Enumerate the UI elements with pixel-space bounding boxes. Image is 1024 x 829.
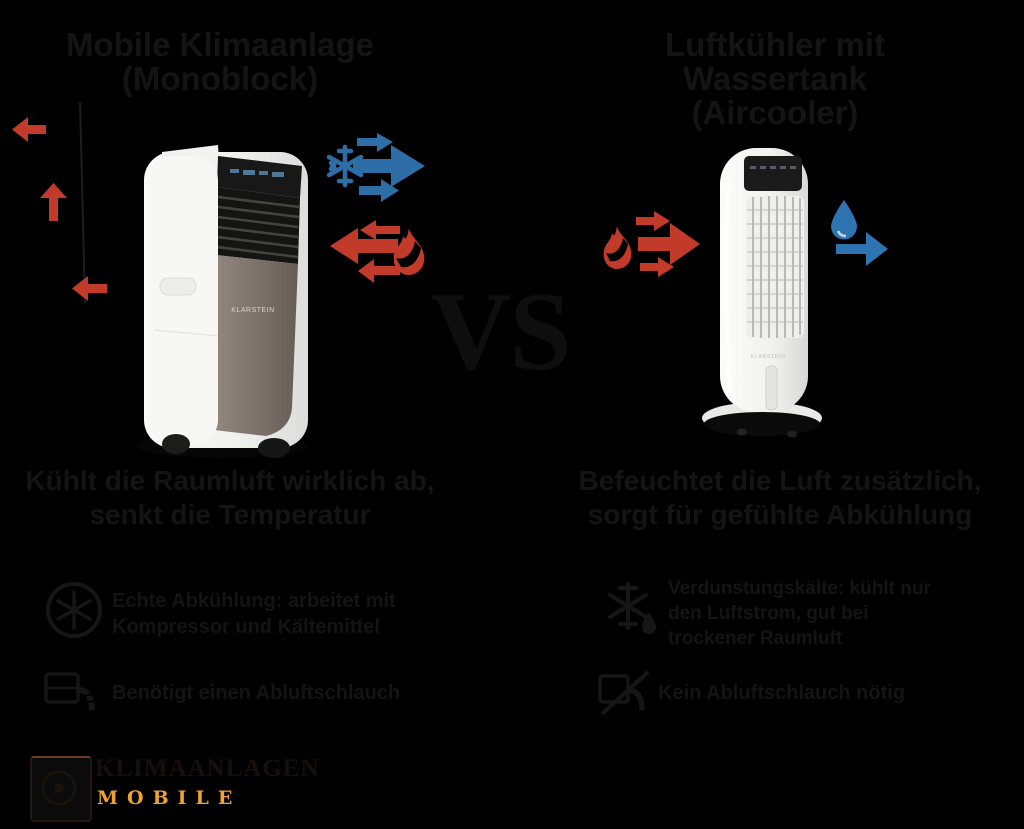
exhaust-hose-icon [44, 668, 102, 718]
left-bullet1-line1: Echte Abkühlung: arbeitet mit [112, 590, 396, 612]
right-bullet1-line1: Verdunstungskälte: kühlt nur [668, 578, 931, 599]
right-heading: Befeuchtet die Luft zusätzlich, sorgt fü… [552, 464, 1008, 532]
ac-unit-image: KLARSTEIN [122, 140, 322, 458]
right-bullet2: Kein Abluftschlauch nötig [658, 680, 1008, 706]
arrow-right-icon [636, 211, 700, 277]
no-hose-icon [598, 668, 652, 718]
right-heading-line1: Befeuchtet die Luft zusätzlich, [578, 465, 982, 496]
right-heading-line2: sorgt für gefühlte Abkühlung [587, 499, 973, 530]
arrow-right-icon [836, 232, 888, 266]
left-title: Mobile Klimaanlage (Monoblock) [40, 28, 400, 96]
ac-brand-text: KLARSTEIN [231, 307, 274, 314]
arrow-left-icon [72, 275, 108, 302]
logo-icon [30, 756, 92, 822]
water-drop-icon [831, 200, 857, 240]
arrow-left-icon [330, 220, 400, 283]
left-title-line2: (Monoblock) [121, 60, 319, 97]
left-bullet1-line2: Kompressor und Kältemittel [112, 616, 380, 638]
logo-brand-text: KLIMAANLAGEN [95, 755, 320, 782]
evaporative-cooling-icon [602, 576, 660, 640]
warm-air-in-group [602, 208, 702, 284]
warm-air-exhaust-group [328, 214, 428, 288]
logo-sub-brand-text: MOBILE [97, 787, 242, 809]
right-title-line2: (Aircooler) [691, 94, 859, 131]
cooler-brand-text: KLARSTEIN [750, 354, 785, 360]
left-heading-line1: Kühlt die Raumluft wirklich ab, [25, 465, 435, 496]
arrow-left-icon [12, 116, 47, 143]
left-heading: Kühlt die Raumluft wirklich ab, senkt di… [18, 464, 442, 532]
right-bullet1: Verdunstungskälte: kühlt nur den Luftstr… [668, 576, 1008, 651]
arrow-right-icon [353, 133, 425, 202]
flame-icon [393, 228, 425, 275]
cool-air-out-group [325, 133, 430, 205]
left-bullet1: Echte Abkühlung: arbeitet mit Kompressor… [112, 588, 452, 640]
arrow-up-icon [40, 183, 67, 222]
left-title-line1: Mobile Klimaanlage [65, 26, 375, 63]
left-bullet2: Benötigt einen Abluftschlauch [112, 680, 472, 706]
airflow-guide-line [76, 100, 88, 305]
compressor-cooling-icon [44, 578, 104, 642]
right-title: Luftkühler mit Wassertank (Aircooler) [590, 28, 960, 130]
air-cooler-image: KLARSTEIN [700, 142, 835, 442]
right-bullet1-line3: trockener Raumluft [668, 628, 843, 649]
flame-icon [603, 226, 632, 269]
moist-air-out-group [828, 198, 893, 268]
vs-label: VS [430, 270, 571, 394]
left-heading-line2: senkt die Temperatur [89, 499, 371, 530]
right-bullet2-line1: Kein Abluftschlauch nötig [658, 682, 906, 704]
left-bullet2-line1: Benötigt einen Abluftschlauch [112, 682, 401, 704]
right-bullet1-line2: den Luftstrom, gut bei [668, 603, 869, 624]
right-title-line1: Luftkühler mit Wassertank [665, 26, 885, 97]
